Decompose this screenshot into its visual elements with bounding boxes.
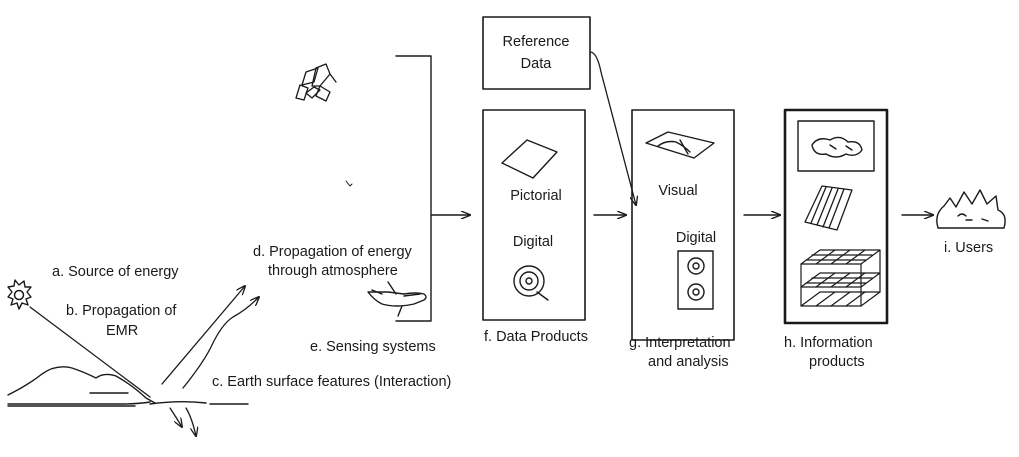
photo-icon [501, 139, 558, 179]
data-products-pictorial: Pictorial [510, 188, 562, 204]
label-users: i. Users [944, 240, 993, 256]
label-information-line2: products [809, 354, 865, 370]
label-propagation-atmosphere-line1: d. Propagation of energy [253, 244, 413, 260]
label-propagation-atmosphere-line2: through atmosphere [268, 263, 398, 279]
reference-arrow [589, 51, 636, 205]
reflected-ray [161, 286, 245, 385]
aircraft-icon [367, 281, 427, 317]
label-sensing-systems: e. Sensing systems [310, 339, 436, 355]
label-interpretation-line2: and analysis [648, 354, 729, 370]
label-source-of-energy: a. Source of energy [52, 264, 179, 280]
terrain-icon [7, 366, 249, 407]
interpretation-digital: Digital [676, 230, 716, 246]
data-products-box [482, 109, 586, 321]
label-propagation-emr-line1: b. Propagation of [66, 303, 177, 319]
tape-reel-icon [513, 265, 549, 301]
interpretation-box [631, 109, 735, 341]
label-interpretation-line1: g. Interpretation [629, 335, 731, 351]
satellite-icon [295, 63, 337, 102]
emr-ray [29, 306, 151, 398]
tape-drive-icon [677, 250, 714, 310]
information-products-box [783, 108, 889, 325]
map-icon [797, 120, 875, 172]
image-sketch-icon [645, 131, 715, 159]
reference-data-line2: Data [521, 56, 553, 72]
users-icon [936, 189, 1006, 229]
label-data-products: f. Data Products [484, 329, 588, 345]
raster-icon [804, 185, 853, 231]
sensor-dot [345, 180, 353, 187]
sensing-bracket [395, 55, 432, 322]
reference-data-box [482, 16, 591, 90]
label-earth-surface-features: c. Earth surface features (Interaction) [212, 374, 451, 390]
label-information-line1: h. Information [784, 335, 873, 351]
grid-layers-icon [800, 249, 881, 307]
data-products-digital: Digital [513, 234, 553, 250]
emitted-ray [182, 297, 259, 389]
label-propagation-emr-line2: EMR [106, 323, 138, 339]
interpretation-visual: Visual [658, 183, 697, 199]
reference-data-line1: Reference [503, 34, 570, 50]
transmitted-ray [169, 407, 182, 427]
sun-icon [7, 279, 32, 310]
